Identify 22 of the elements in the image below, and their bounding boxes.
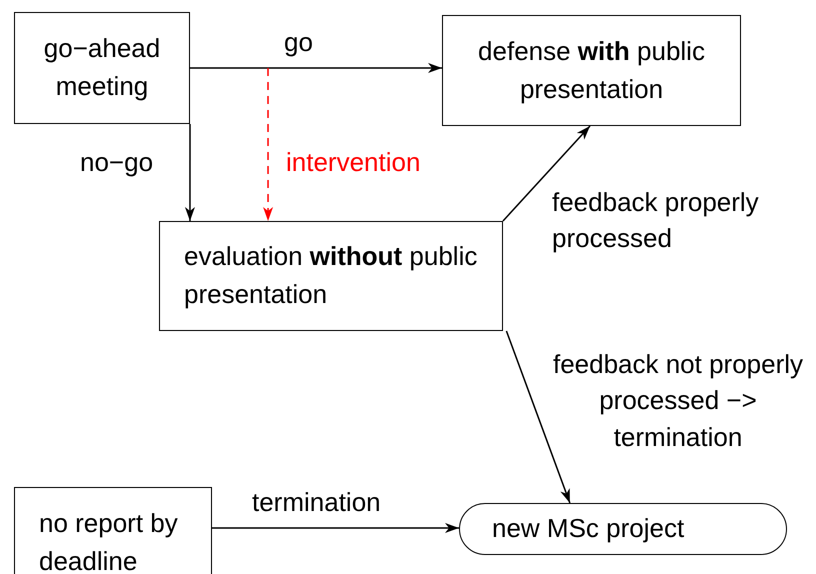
node-label: new MSc project xyxy=(492,512,686,546)
node-label: defense with public presentation xyxy=(477,34,706,106)
process-box xyxy=(442,15,741,126)
node-label: no report by deadline xyxy=(39,507,179,574)
arrow xyxy=(263,68,274,221)
arrow xyxy=(212,522,459,533)
arrow xyxy=(502,126,591,222)
arrow xyxy=(506,330,571,504)
edge-label: termination xyxy=(252,486,382,519)
process-box xyxy=(14,487,212,574)
edge-label: no−go xyxy=(80,146,154,179)
arrow xyxy=(190,62,442,73)
process-box xyxy=(14,12,190,124)
edge-label: feedback properly processed xyxy=(552,186,760,256)
edge-label: go xyxy=(284,26,314,59)
node-label: go−ahead meeting xyxy=(42,32,162,103)
edge-label: feedback not properly processed −> termination xyxy=(552,348,804,454)
arrow xyxy=(184,124,195,221)
process-box xyxy=(159,221,503,331)
terminal-box xyxy=(459,503,787,555)
edge-label: intervention xyxy=(286,146,422,179)
node-label: evaluation without public presentation xyxy=(184,240,478,311)
